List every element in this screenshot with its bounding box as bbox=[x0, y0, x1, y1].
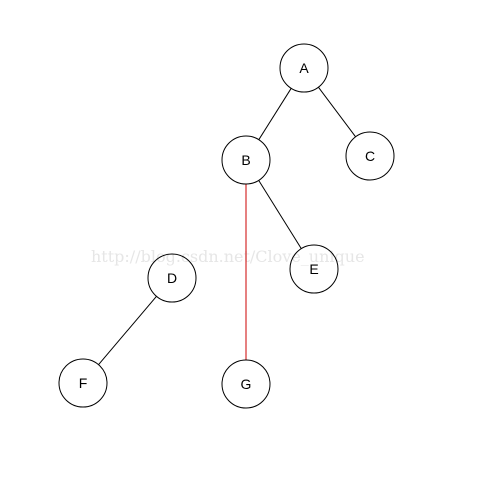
node-circle-e bbox=[289, 244, 339, 294]
node-label-e: E bbox=[309, 261, 318, 277]
node-circle-d bbox=[147, 253, 197, 303]
node-circle-f bbox=[58, 358, 108, 408]
edge-a-c bbox=[317, 86, 357, 138]
node-a: A bbox=[279, 43, 329, 93]
nodes-layer: A B C D E F G bbox=[58, 43, 395, 409]
node-circle-b bbox=[221, 135, 271, 185]
node-b: B bbox=[221, 135, 271, 185]
edge-d-f bbox=[98, 295, 157, 366]
node-circle-a bbox=[279, 43, 329, 93]
node-label-g: G bbox=[241, 376, 252, 392]
node-e: E bbox=[289, 244, 339, 294]
node-label-c: C bbox=[365, 148, 375, 164]
node-g: G bbox=[221, 359, 271, 409]
node-label-a: A bbox=[299, 60, 309, 76]
node-label-d: D bbox=[167, 270, 177, 286]
node-label-f: F bbox=[79, 375, 88, 391]
node-circle-c bbox=[345, 131, 395, 181]
node-circle-g bbox=[221, 359, 271, 409]
node-d: D bbox=[147, 253, 197, 303]
watermark-text: http://blog.csdn.net/Clove_unique bbox=[91, 247, 365, 266]
edge-b-e bbox=[258, 180, 302, 249]
node-c: C bbox=[345, 131, 395, 181]
edges-layer bbox=[98, 86, 357, 366]
edge-a-b bbox=[258, 88, 292, 140]
node-label-b: B bbox=[241, 152, 250, 168]
node-f: F bbox=[58, 358, 108, 408]
